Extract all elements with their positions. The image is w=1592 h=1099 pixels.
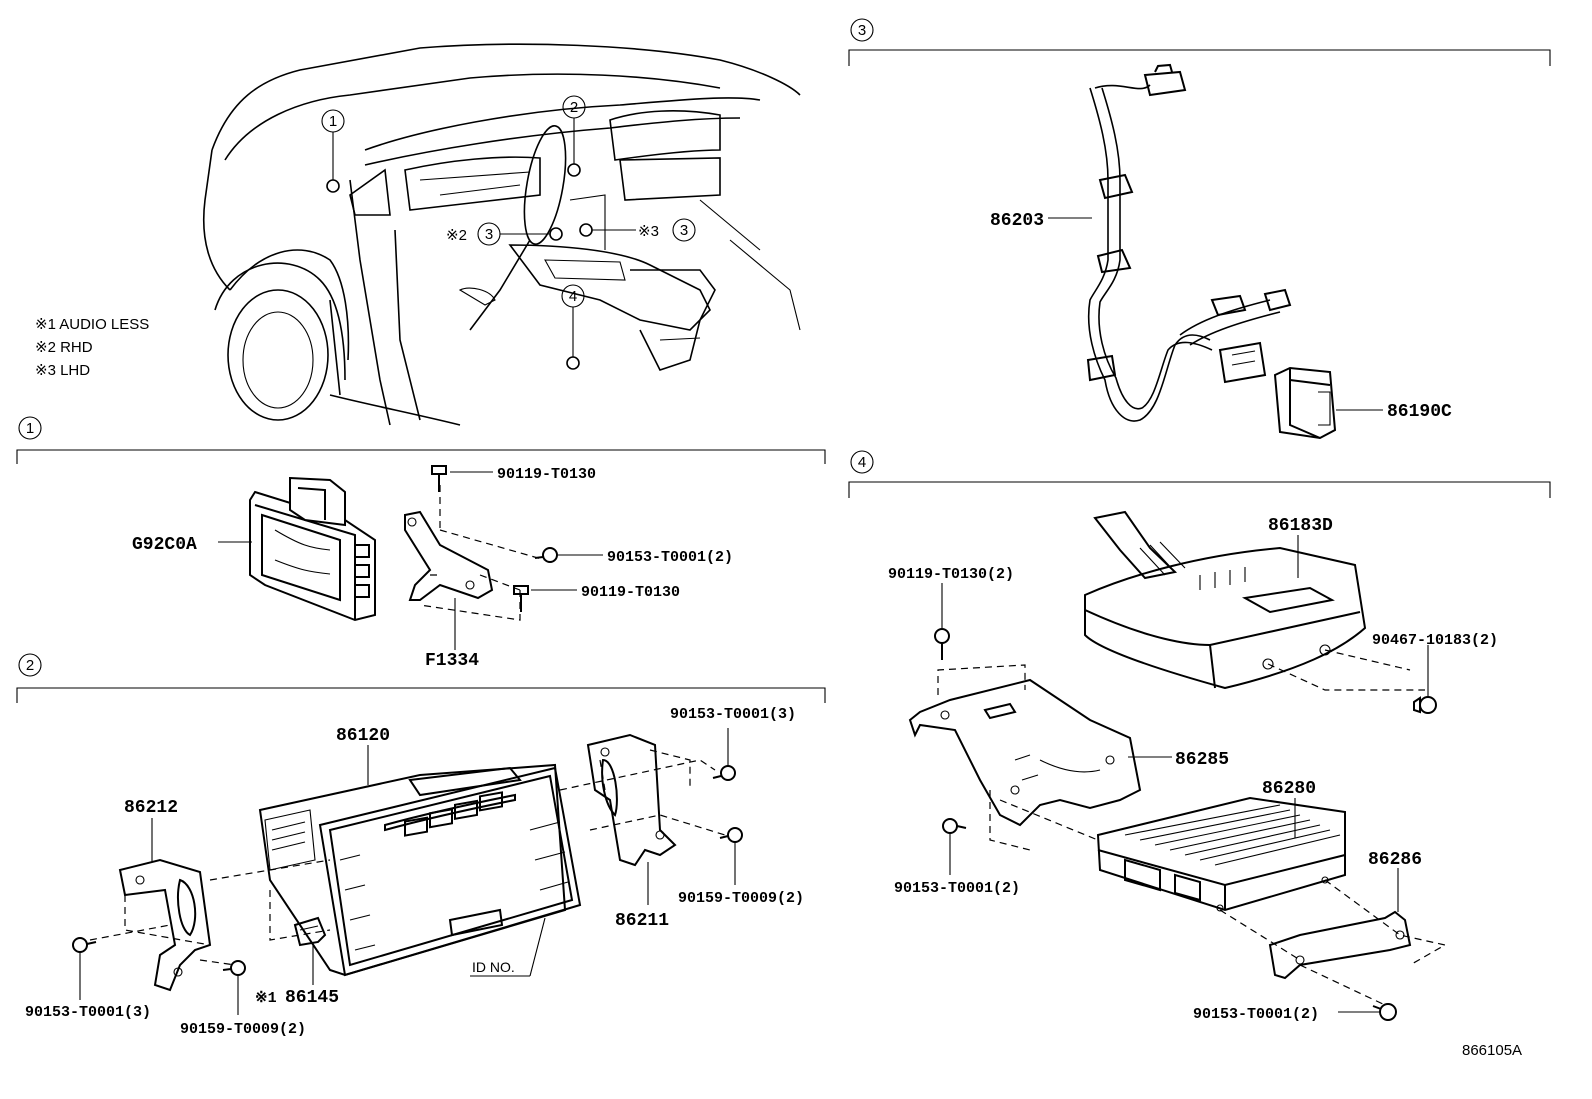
amplifier-86183d-drawing bbox=[1084, 510, 1367, 690]
label-86190c: 86190C bbox=[1387, 402, 1452, 422]
callout-3-lhd-prefix: ※3 bbox=[638, 223, 659, 240]
label-f1334: F1334 bbox=[425, 651, 479, 671]
label-86280: 86280 bbox=[1262, 779, 1316, 799]
bracket-86285-drawing bbox=[908, 678, 1142, 827]
label-s1-nut: 90153-T0001(2) bbox=[607, 549, 733, 566]
wire-harness-86203-drawing bbox=[1086, 63, 1292, 422]
s4-bolt bbox=[934, 628, 950, 660]
note-audio-less: ※1 AUDIO LESS bbox=[35, 316, 149, 333]
label-s4-bolt: 90119-T0130(2) bbox=[888, 566, 1014, 583]
label-s2-nut-top: 90153-T0001(3) bbox=[670, 706, 796, 723]
bracket-86212-drawing bbox=[118, 858, 212, 992]
label-86286: 86286 bbox=[1368, 850, 1422, 870]
section-2-number: 2 bbox=[26, 657, 34, 674]
section-3: 3 86203 86190C bbox=[848, 18, 1551, 440]
label-86120: 86120 bbox=[336, 726, 390, 746]
label-s4-nut-bottom: 90153-T0001(2) bbox=[1193, 1006, 1319, 1023]
label-s2-nut-left: 90153-T0001(3) bbox=[25, 1004, 151, 1021]
label-s1-bolt-lower: 90119-T0130 bbox=[581, 584, 680, 601]
section-3-number: 3 bbox=[858, 22, 866, 39]
s2-nut-top bbox=[712, 765, 736, 781]
note-lhd: ※3 LHD bbox=[35, 362, 90, 379]
section-4-number: 4 bbox=[858, 454, 866, 471]
s1-bolt-top bbox=[431, 465, 447, 492]
label-s4-clip: 90467-10183(2) bbox=[1372, 632, 1498, 649]
note-rhd: ※2 RHD bbox=[35, 339, 93, 356]
overview-callouts: 1 2 ※2 3 ※3 3 4 bbox=[321, 95, 696, 370]
label-s2-screw-bottom: 90159-T0009(2) bbox=[180, 1021, 306, 1038]
s1-bolt-lower bbox=[513, 585, 529, 612]
label-g92c0a: G92C0A bbox=[132, 535, 197, 555]
label-86211: 86211 bbox=[615, 911, 669, 931]
s1-nut bbox=[534, 547, 558, 563]
section-1-number: 1 bbox=[26, 420, 34, 437]
label-s2-screw-right: 90159-T0009(2) bbox=[678, 890, 804, 907]
callout-2: 2 bbox=[570, 99, 578, 116]
s2-screw-bottom bbox=[222, 960, 246, 976]
section-4: 4 86183D 90119-T0130(2) bbox=[848, 450, 1551, 1023]
switch-86190c-drawing bbox=[1273, 366, 1337, 440]
label-86212: 86212 bbox=[124, 798, 178, 818]
label-86285: 86285 bbox=[1175, 750, 1229, 770]
s4-clip bbox=[1413, 696, 1437, 714]
label-s4-nut-left: 90153-T0001(2) bbox=[894, 880, 1020, 897]
connector-86145-drawing bbox=[293, 916, 327, 947]
head-unit-86120-drawing bbox=[258, 763, 582, 977]
callout-3-rhd-prefix: ※2 bbox=[446, 227, 467, 244]
g92c0a-module-drawing bbox=[249, 476, 376, 622]
label-86203: 86203 bbox=[990, 211, 1044, 231]
drawing-number: 866105A bbox=[1462, 1042, 1522, 1059]
callout-3-rhd: 3 bbox=[485, 226, 493, 243]
bracket-86211-drawing bbox=[586, 733, 677, 867]
callout-4: 4 bbox=[569, 288, 577, 305]
section-2: 2 86120 86212 bbox=[16, 653, 826, 1038]
bracket-86286-drawing bbox=[1268, 910, 1412, 980]
section-1: 1 G92C0A F1334 bbox=[16, 416, 826, 671]
label-86145: 86145 bbox=[285, 988, 339, 1008]
s4-nut-left bbox=[942, 818, 967, 834]
footnotes: ※1 AUDIO LESS ※2 RHD ※3 LHD bbox=[35, 316, 149, 379]
callout-1: 1 bbox=[329, 113, 337, 130]
amplifier-86280-drawing bbox=[1096, 796, 1346, 912]
callout-3-lhd: 3 bbox=[680, 222, 688, 239]
f1334-bracket-drawing bbox=[404, 510, 494, 601]
label-86183d: 86183D bbox=[1268, 516, 1333, 536]
label-s1-bolt-top: 90119-T0130 bbox=[497, 466, 596, 483]
label-id-no: ID NO. bbox=[472, 959, 515, 975]
label-86145-prefix: ※1 bbox=[255, 990, 277, 1007]
car-interior-illustration bbox=[202, 43, 801, 426]
